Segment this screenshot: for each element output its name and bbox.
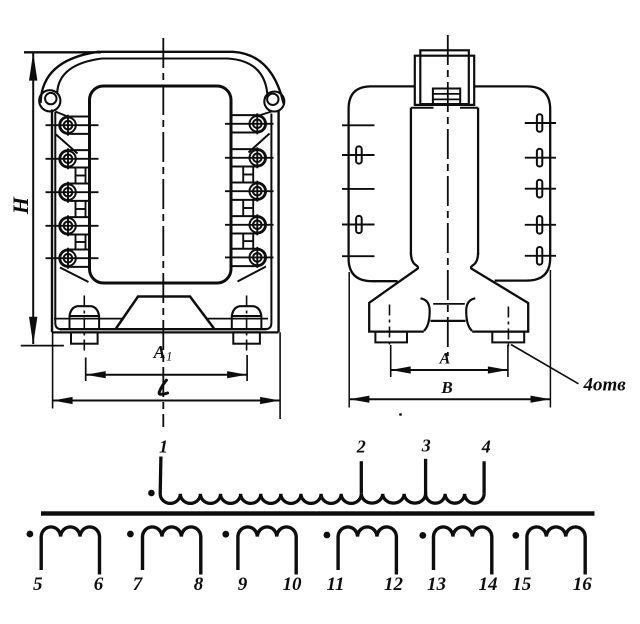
svg-text:10: 10 — [283, 574, 303, 595]
svg-text:13: 13 — [427, 574, 446, 595]
svg-text:12: 12 — [384, 574, 404, 595]
svg-text:11: 11 — [327, 574, 345, 595]
svg-text:5: 5 — [33, 574, 43, 595]
svg-text:1: 1 — [159, 437, 168, 457]
svg-text:7: 7 — [133, 574, 144, 595]
svg-text:H: H — [8, 196, 33, 215]
svg-text:4: 4 — [481, 437, 491, 457]
svg-text:2: 2 — [356, 437, 366, 457]
svg-text:15: 15 — [512, 574, 532, 595]
svg-text:A: A — [439, 351, 451, 368]
svg-text:6: 6 — [94, 574, 104, 595]
svg-text:16: 16 — [573, 574, 593, 595]
svg-text:8: 8 — [194, 574, 204, 595]
svg-text:9: 9 — [238, 574, 248, 595]
svg-text:14: 14 — [479, 574, 498, 595]
svg-text:3: 3 — [421, 436, 431, 456]
svg-text:4отв: 4отв — [583, 375, 627, 396]
svg-text:B: B — [440, 378, 452, 397]
